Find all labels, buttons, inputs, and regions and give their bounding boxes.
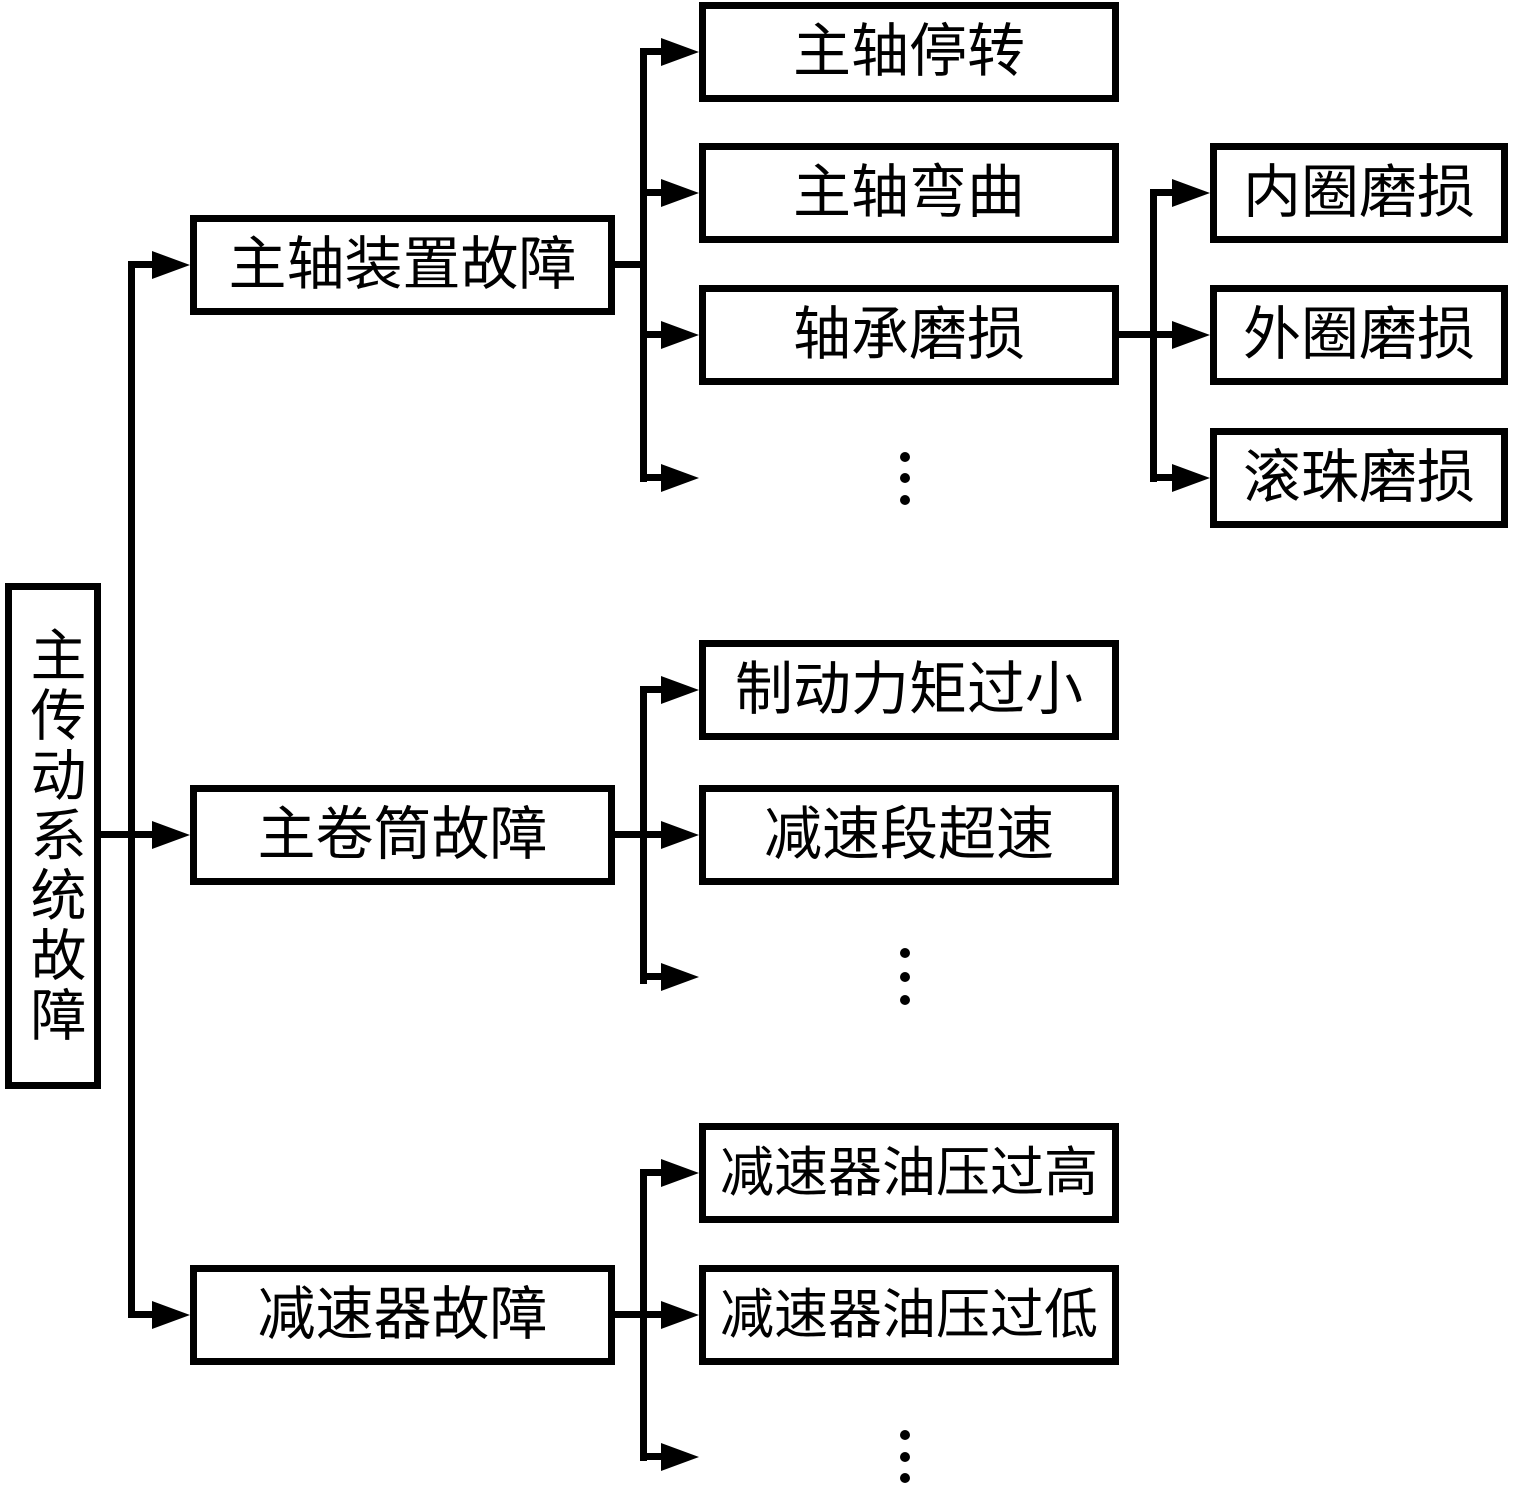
ellipsis-dot [900, 495, 910, 505]
node-outer-ring-wear: 外圈磨损 [1210, 285, 1508, 385]
connector-line [640, 1311, 666, 1318]
connector-line [640, 474, 666, 481]
arrow-icon [661, 821, 699, 849]
connector-line [96, 831, 157, 838]
arrow-icon [1172, 464, 1210, 492]
arrow-icon [1172, 179, 1210, 207]
node-braking-torque-too-small: 制动力矩过小 [699, 640, 1119, 740]
connector-line [640, 1453, 666, 1460]
node-reducer-oil-pressure-low: 减速器油压过低 [699, 1265, 1119, 1365]
connector-line [1150, 189, 1175, 196]
arrow-icon [661, 321, 699, 349]
connector-line [640, 48, 666, 55]
connector-line [640, 48, 647, 482]
arrow-icon [661, 1443, 699, 1471]
arrow-icon [661, 38, 699, 66]
arrow-icon [661, 676, 699, 704]
node-spindle-bend: 主轴弯曲 [699, 143, 1119, 243]
connector-line [610, 831, 647, 838]
connector-line [640, 1169, 666, 1176]
arrow-icon [152, 251, 190, 279]
arrow-icon [152, 821, 190, 849]
arrow-icon [661, 1159, 699, 1187]
ellipsis-dot [900, 452, 910, 462]
node-spindle-stop: 主轴停转 [699, 2, 1119, 102]
node-reducer-fault: 减速器故障 [190, 1265, 615, 1365]
connector-line [1150, 474, 1175, 481]
arrow-icon [152, 1301, 190, 1329]
arrow-icon [661, 1301, 699, 1329]
ellipsis-dot [900, 1473, 910, 1483]
node-ball-wear: 滚珠磨损 [1210, 428, 1508, 528]
connector-line [128, 261, 157, 268]
ellipsis-dot [900, 1452, 910, 1462]
node-bearing-wear: 轴承磨损 [699, 285, 1119, 385]
ellipsis-dot [900, 473, 910, 483]
ellipsis-dot [900, 995, 910, 1005]
ellipsis-dot [900, 972, 910, 982]
node-main-drum-fault: 主卷筒故障 [190, 785, 615, 885]
arrow-icon [661, 179, 699, 207]
connector-line [640, 686, 666, 693]
connector-line [640, 831, 666, 838]
node-main-drive-system-fault: 主传动系统故障 [5, 583, 101, 1089]
arrow-icon [661, 963, 699, 991]
arrow-icon [1172, 321, 1210, 349]
arrow-icon [661, 464, 699, 492]
node-inner-ring-wear: 内圈磨损 [1210, 143, 1508, 243]
node-spindle-device-fault: 主轴装置故障 [190, 215, 615, 315]
connector-line [640, 331, 666, 338]
connector-line [640, 973, 666, 980]
connector-line [1114, 331, 1157, 338]
ellipsis-dot [900, 948, 910, 958]
node-reducer-oil-pressure-high: 减速器油压过高 [699, 1123, 1119, 1223]
ellipsis-dot [900, 1430, 910, 1440]
connector-line [128, 261, 135, 1318]
connector-line [1150, 331, 1175, 338]
connector-line [610, 1311, 647, 1318]
connector-line [640, 189, 666, 196]
node-deceleration-overspeed: 减速段超速 [699, 785, 1119, 885]
connector-line [610, 261, 647, 268]
connector-line [128, 1311, 157, 1318]
